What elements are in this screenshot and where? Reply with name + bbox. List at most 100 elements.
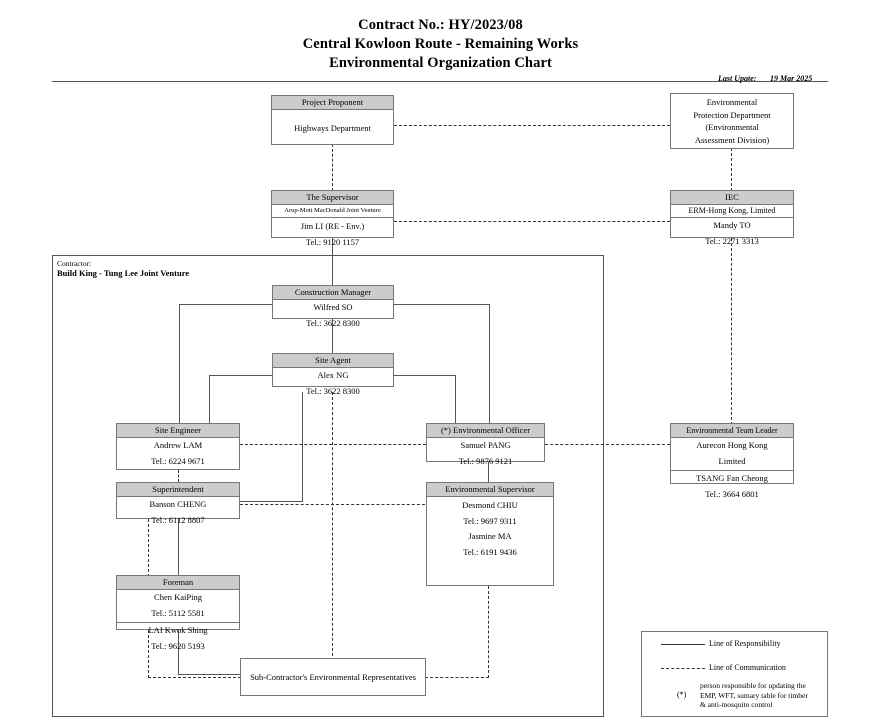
legend-responsibility-label: Line of Responsibility [709, 639, 781, 648]
box-foreman-tel-2: Tel.: 9620 5193 [151, 640, 205, 651]
legend-note-line-2: EMP, WFT, sumary table for timber [700, 690, 808, 700]
box-foreman-tel-1: Tel.: 5112 5581 [151, 607, 205, 618]
box-environmental-team-leader[interactable]: Environmental Team Leader Aurecon Hong K… [670, 423, 794, 499]
legend-note-line-1: person responsible for updating the [700, 681, 806, 690]
box-site-engineer-name: Andrew LAM [153, 440, 203, 450]
box-supervisor-header: The Supervisor [272, 191, 393, 205]
box-sub-contractor-representatives[interactable]: Sub-Contractor's Environmental Represent… [240, 658, 426, 696]
line-sa-left-v [209, 375, 210, 424]
box-environmental-officer[interactable]: (*) Environmental Officer Samuel PANG Te… [426, 423, 545, 466]
line-supervisor-iec [394, 221, 670, 222]
project-proponent-org: Highways Department [294, 123, 371, 133]
box-foreman-name-2: LAI Kwok Shing [117, 622, 239, 640]
last-update-value: 19 Mar 2025 [770, 74, 813, 83]
line-proponent-supervisor [332, 144, 333, 191]
box-environmental-supervisor-header: Environmental Supervisor [427, 483, 553, 497]
contractor-label: Contractor: [57, 259, 92, 268]
line-eo-env-supervisor [488, 462, 489, 482]
box-construction-manager-name: Wilfred SO [313, 302, 353, 312]
line-envsup-sub-h [425, 677, 489, 678]
line-foreman-sub-v [148, 630, 149, 678]
epd-line-3: (Environmental [705, 122, 759, 132]
line-cm-left-h [179, 304, 272, 305]
legend-note-line-3: & anti-mosquito control [700, 700, 773, 709]
box-etl-company-line-2: Limited [718, 455, 746, 466]
epd-line-4: Assessment Division) [694, 134, 770, 145]
line-foreman-sub-h [148, 677, 241, 678]
box-iec-name: Mandy TO [713, 220, 751, 230]
box-iec[interactable]: IEC ERM-Hong Kong, Limited Mandy TO Tel.… [670, 190, 794, 246]
line-sa-down-v [302, 392, 303, 502]
line-supervisor-construction-manager [332, 238, 333, 286]
legend-note: person responsible for updating the EMP,… [700, 681, 824, 710]
sub-contractor-label: Sub-Contractor's Environmental Represent… [250, 672, 416, 682]
epd-line-1: Environmental [706, 97, 758, 107]
box-environmental-team-leader-header: Environmental Team Leader [671, 424, 793, 438]
last-update-label: Last Upate: [718, 74, 757, 83]
box-site-agent-tel: Tel.: 3622 8300 [306, 385, 360, 396]
box-etl-company-line-1: Aurecon Hong Kong [696, 440, 768, 450]
box-project-proponent-body: Highways Department [272, 110, 393, 139]
legend-asterisk-marker: (*) [677, 690, 687, 699]
header-divider [52, 81, 828, 82]
box-foreman-name-1: Chen KaiPing [154, 592, 202, 602]
box-superintendent-name: Banson CHENG [149, 499, 207, 509]
box-environmental-officer-tel: Tel.: 9876 9121 [458, 455, 513, 466]
box-environmental-officer-header: (*) Environmental Officer [427, 424, 544, 438]
box-site-engineer-tel: Tel.: 6224 9671 [151, 455, 205, 466]
box-etl-tel: Tel.: 3664 6801 [705, 488, 759, 499]
legend-solid-line-sample [661, 644, 705, 645]
box-superintendent-tel: Tel.: 6112 8807 [151, 514, 205, 525]
line-cm-right-v [489, 304, 490, 424]
box-superintendent-header: Superintendent [117, 483, 239, 497]
box-etl-name: TSANG Fan Cheong [671, 470, 793, 488]
line-superintendent-foreman [148, 519, 149, 577]
box-environmental-supervisor[interactable]: Environmental Supervisor Desmond CHIU Te… [426, 482, 554, 586]
box-supervisor-tel: Tel.: 9120 1157 [305, 236, 360, 247]
line-cm-site-agent [332, 319, 333, 355]
box-supervisor-company: Arup-Mott MacDonald Joint Venture [272, 205, 393, 218]
page-title: Contract No.: HY/2023/08 Central Kowloon… [0, 16, 881, 73]
box-epd-body: Environmental Protection Department (Env… [671, 94, 793, 148]
box-epd[interactable]: Environmental Protection Department (Env… [670, 93, 794, 149]
line-eo-etl [545, 444, 670, 445]
epd-line-2: Protection Department [693, 109, 771, 120]
title-line-1: Contract No.: HY/2023/08 [358, 17, 523, 33]
box-superintendent[interactable]: Superintendent Banson CHENG Tel.: 6112 8… [116, 482, 240, 525]
legend-communication-label: Line of Communication [709, 663, 786, 672]
contractor-name: Build King - Tung Lee Joint Venture [57, 268, 190, 278]
line-sa-down-h [240, 501, 303, 502]
box-construction-manager[interactable]: Construction Manager Wilfred SO Tel.: 36… [272, 285, 394, 328]
box-envsup-tel-2: Tel.: 6191 9436 [463, 546, 517, 557]
box-iec-header: IEC [671, 191, 793, 205]
line-iec-etl [731, 238, 732, 425]
line-epd-iec [731, 148, 732, 191]
line-envsup-sub-v [488, 586, 489, 678]
box-envsup-tel-1: Tel.: 9697 9311 [463, 515, 517, 526]
box-construction-manager-header: Construction Manager [273, 286, 393, 300]
box-envsup-name-1: Desmond CHIU [462, 500, 518, 510]
legend-dashed-line-sample [661, 668, 705, 669]
line-sa-center-dashed [332, 392, 333, 676]
box-site-agent[interactable]: Site Agent Alex NG Tel.: 3622 8300 [272, 353, 394, 396]
box-envsup-name-2: Jasmine MA [468, 531, 512, 541]
line-cm-left-v [179, 304, 180, 424]
box-foreman[interactable]: Foreman Chen KaiPing Tel.: 5112 5581 LAI… [116, 575, 240, 651]
box-project-proponent-header: Project Proponent [272, 96, 393, 110]
box-site-engineer-header: Site Engineer [117, 424, 239, 438]
box-site-agent-header: Site Agent [273, 354, 393, 368]
box-iec-company: ERM-Hong Kong, Limited [671, 205, 793, 218]
contractor-frame [52, 255, 604, 717]
line-superintendent-down-h [178, 674, 240, 675]
box-supervisor[interactable]: The Supervisor Arup-Mott MacDonald Joint… [271, 190, 394, 247]
line-proponent-epd [394, 125, 670, 126]
line-sa-left-h [209, 375, 272, 376]
line-se-superintendent [178, 470, 179, 482]
box-foreman-header: Foreman [117, 576, 239, 590]
box-site-engineer[interactable]: Site Engineer Andrew LAM Tel.: 6224 9671 [116, 423, 240, 470]
line-sa-right-v [455, 375, 456, 424]
box-project-proponent[interactable]: Project Proponent Highways Department [271, 95, 394, 145]
box-construction-manager-tel: Tel.: 3622 8300 [306, 317, 360, 328]
box-site-agent-name: Alex NG [317, 370, 349, 380]
